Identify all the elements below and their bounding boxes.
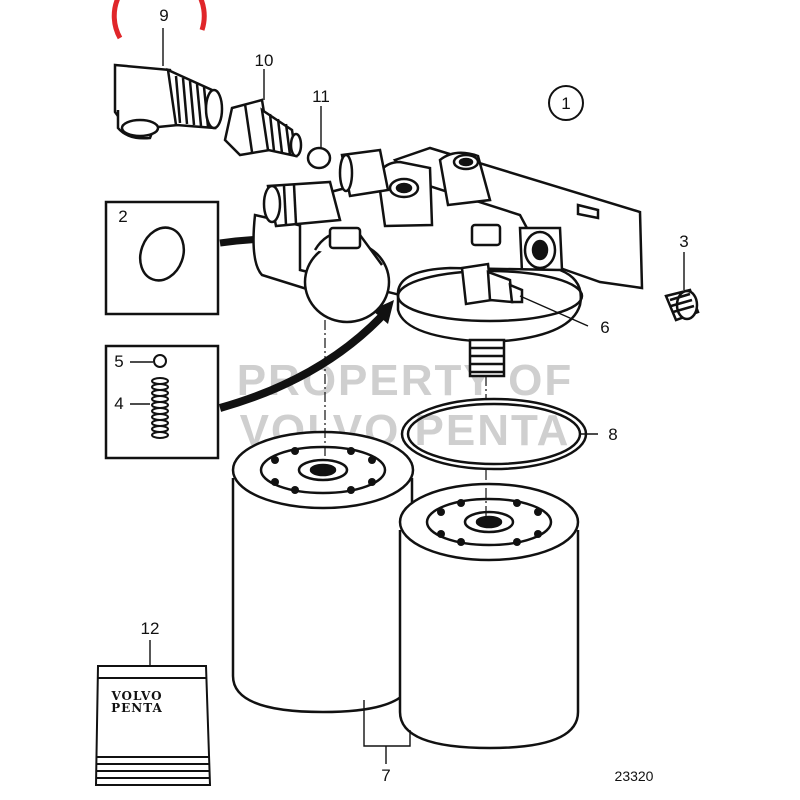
callout-8[interactable]: 8 — [608, 425, 617, 444]
part-12-kit-bag[interactable] — [94, 665, 212, 786]
kit-brand-line2: PENTA — [111, 701, 163, 715]
callout-9[interactable]: 9 — [159, 6, 168, 25]
part-1-filter-housing[interactable] — [252, 146, 644, 378]
callout-3[interactable]: 3 — [679, 232, 688, 251]
callout-12[interactable]: 12 — [141, 619, 160, 638]
callout-7[interactable]: 7 — [381, 766, 390, 785]
callout-11[interactable]: 11 — [312, 87, 330, 106]
callout-5[interactable]: 5 — [114, 352, 123, 371]
part-4-5-box[interactable] — [104, 344, 220, 460]
part-3-plug[interactable] — [664, 288, 700, 322]
centerlines — [324, 320, 487, 522]
kit-brand-line1: VOLVO — [110, 689, 162, 703]
callout-2[interactable]: 2 — [118, 207, 127, 226]
part-2-box[interactable] — [104, 200, 220, 316]
part-7-fuel-filter-right[interactable] — [398, 482, 580, 750]
part-10-adapter[interactable] — [223, 98, 303, 158]
part-11-o-ring[interactable] — [306, 146, 332, 170]
part-9-elbow-fitting[interactable] — [113, 63, 224, 140]
callout-6[interactable]: 6 — [600, 318, 609, 337]
callout-10[interactable]: 10 — [255, 51, 274, 70]
highlight-circle — [111, 0, 207, 40]
callout-1[interactable]: 1 — [561, 94, 570, 113]
arrow-part-4-5-head — [372, 300, 394, 324]
callout-4[interactable]: 4 — [114, 394, 123, 413]
drawing-number: 23320 — [615, 768, 654, 784]
part-6-bleed-screw[interactable] — [460, 262, 524, 306]
part-7-fuel-filter-left[interactable] — [231, 430, 415, 714]
callout-1-circle — [548, 85, 584, 121]
leader-lines — [130, 28, 685, 764]
arrow-part-4-5 — [218, 313, 385, 412]
